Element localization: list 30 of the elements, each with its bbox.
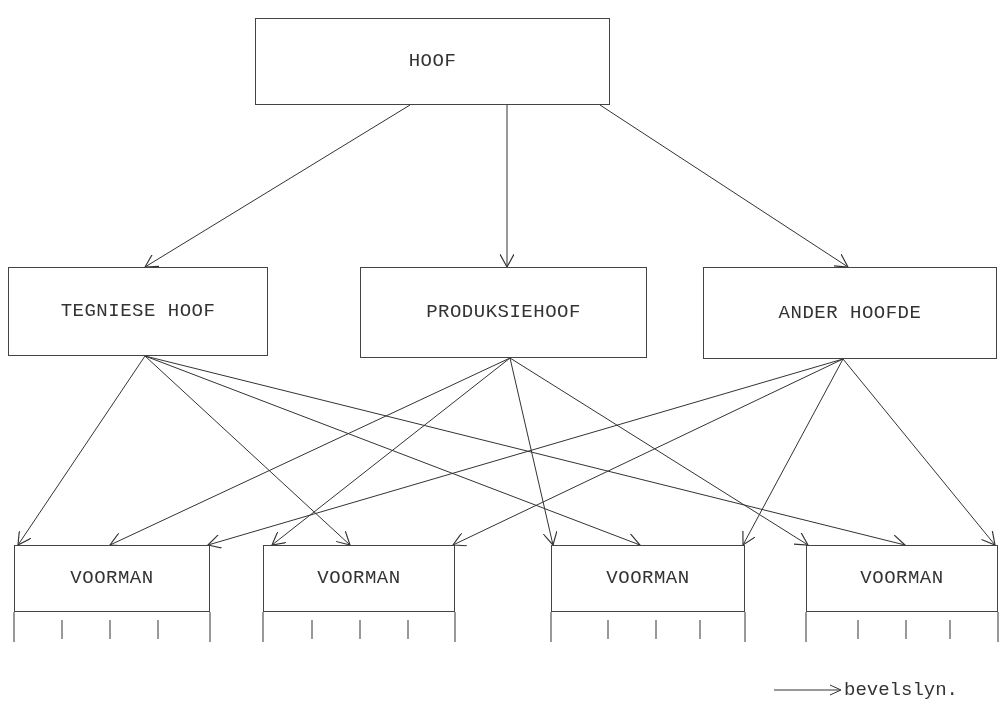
org-box <box>551 545 745 612</box>
box-label: VOORMAN <box>317 566 401 592</box>
box-label: ANDER HOOFDE <box>778 300 922 326</box>
arrow <box>842 358 996 546</box>
arrow <box>17 355 146 546</box>
box-label: VOORMAN <box>860 566 944 592</box>
org-box <box>806 545 998 612</box>
box-label: VOORMAN <box>606 566 690 592</box>
arrow <box>144 104 411 268</box>
org-box <box>255 18 610 105</box>
arrow <box>499 104 515 268</box>
arrow <box>207 358 844 549</box>
box-label: HOOF <box>408 49 457 75</box>
legend-label: bevelslyn. <box>844 678 959 703</box>
arrow <box>509 357 558 546</box>
arrow <box>509 357 809 546</box>
arrow <box>742 358 844 546</box>
box-label: VOORMAN <box>70 566 154 592</box>
box-label: PRODUKSIEHOOF <box>426 300 581 326</box>
org-box <box>703 267 997 359</box>
org-box <box>14 545 210 612</box>
box-label: TEGNIESE HOOF <box>60 299 216 325</box>
org-box <box>8 267 268 356</box>
arrow <box>144 355 351 546</box>
arrow <box>109 357 511 547</box>
arrow <box>271 357 511 546</box>
org-box <box>360 267 647 358</box>
org-box <box>263 545 455 612</box>
arrow <box>599 104 849 268</box>
arrow <box>452 358 844 547</box>
